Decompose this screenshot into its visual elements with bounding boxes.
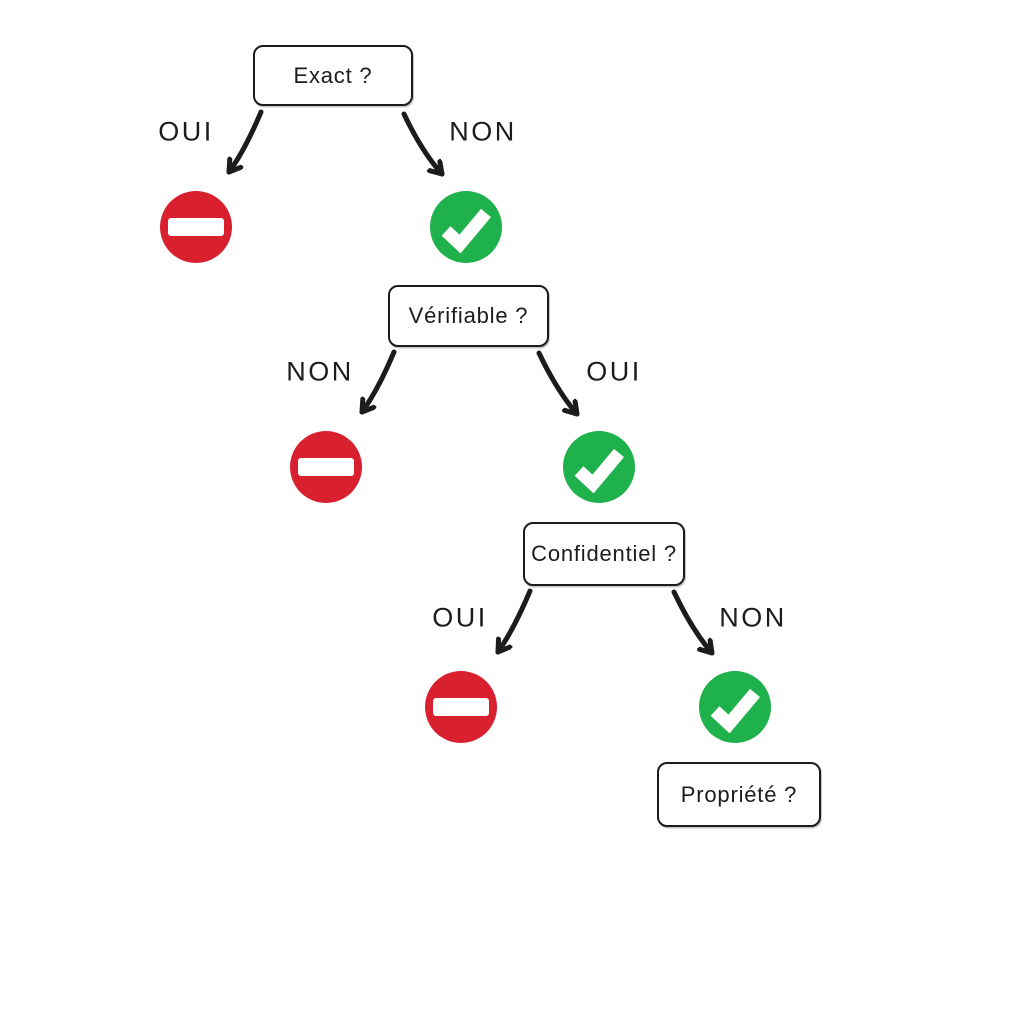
check-circle-icon: [563, 431, 635, 503]
arrow-exact-non: [401, 111, 445, 177]
branch-label-confidentiel-left: OUI: [432, 602, 488, 633]
check-circle-icon: [430, 191, 502, 263]
node-propriete-label: Propriété ?: [680, 781, 798, 807]
no-entry-icon: [160, 191, 232, 263]
branch-label-exact-left: OUI: [158, 116, 214, 147]
branch-label-confidentiel-right: NON: [719, 602, 787, 633]
arrow-exact-oui: [226, 109, 264, 175]
node-confidentiel-label: Confidentiel ?: [531, 541, 677, 566]
node-propriete: Propriété ?: [657, 762, 821, 827]
node-verifiable-label: Vérifiable ?: [408, 303, 529, 328]
arrow-verifiable-non: [359, 349, 397, 415]
no-entry-icon: [425, 671, 497, 743]
branch-label-exact-right: NON: [449, 116, 517, 147]
arrow-verifiable-oui: [536, 350, 580, 417]
branch-label-verifiable-left: NON: [286, 356, 354, 387]
branch-label-verifiable-right: OUI: [586, 356, 642, 387]
node-verifiable: Vérifiable ?: [388, 285, 549, 347]
arrow-confidentiel-non: [671, 589, 715, 656]
node-exact: Exact ?: [253, 45, 413, 106]
no-entry-icon: [290, 431, 362, 503]
arrow-confidentiel-oui: [495, 588, 533, 655]
node-confidentiel: Confidentiel ?: [523, 522, 685, 586]
check-circle-icon: [699, 671, 771, 743]
node-exact-label: Exact ?: [293, 62, 373, 88]
